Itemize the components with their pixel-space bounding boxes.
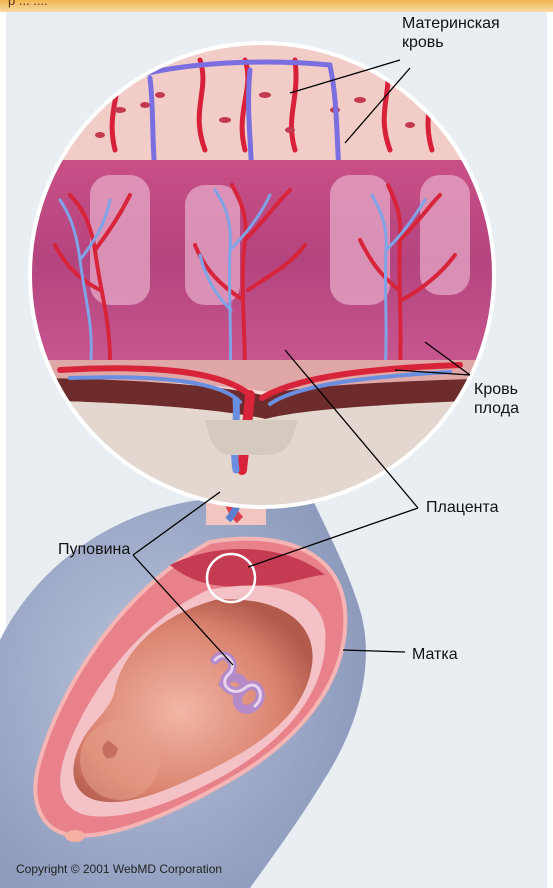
label-maternal-blood: Материнская кровь — [402, 14, 500, 52]
label-fetal-blood-line-1: Кровь — [474, 380, 519, 399]
uterus-cervix — [65, 830, 85, 842]
label-uterus: Матка — [412, 645, 458, 664]
fetus-head-highlight — [80, 720, 160, 800]
label-fetal-blood-line-2: плода — [474, 399, 519, 418]
copyright-notice: Copyright © 2001 WebMD Corporation — [16, 862, 222, 876]
label-umbilical-cord: Пуповина — [58, 540, 130, 559]
label-placenta: Плацента — [426, 498, 499, 517]
label-maternal-blood-line-1: Материнская — [402, 14, 500, 33]
label-maternal-blood-line-2: кровь — [402, 33, 500, 52]
magnified-placenta — [20, 40, 510, 510]
label-fetal-blood: Кровь плода — [474, 380, 519, 418]
